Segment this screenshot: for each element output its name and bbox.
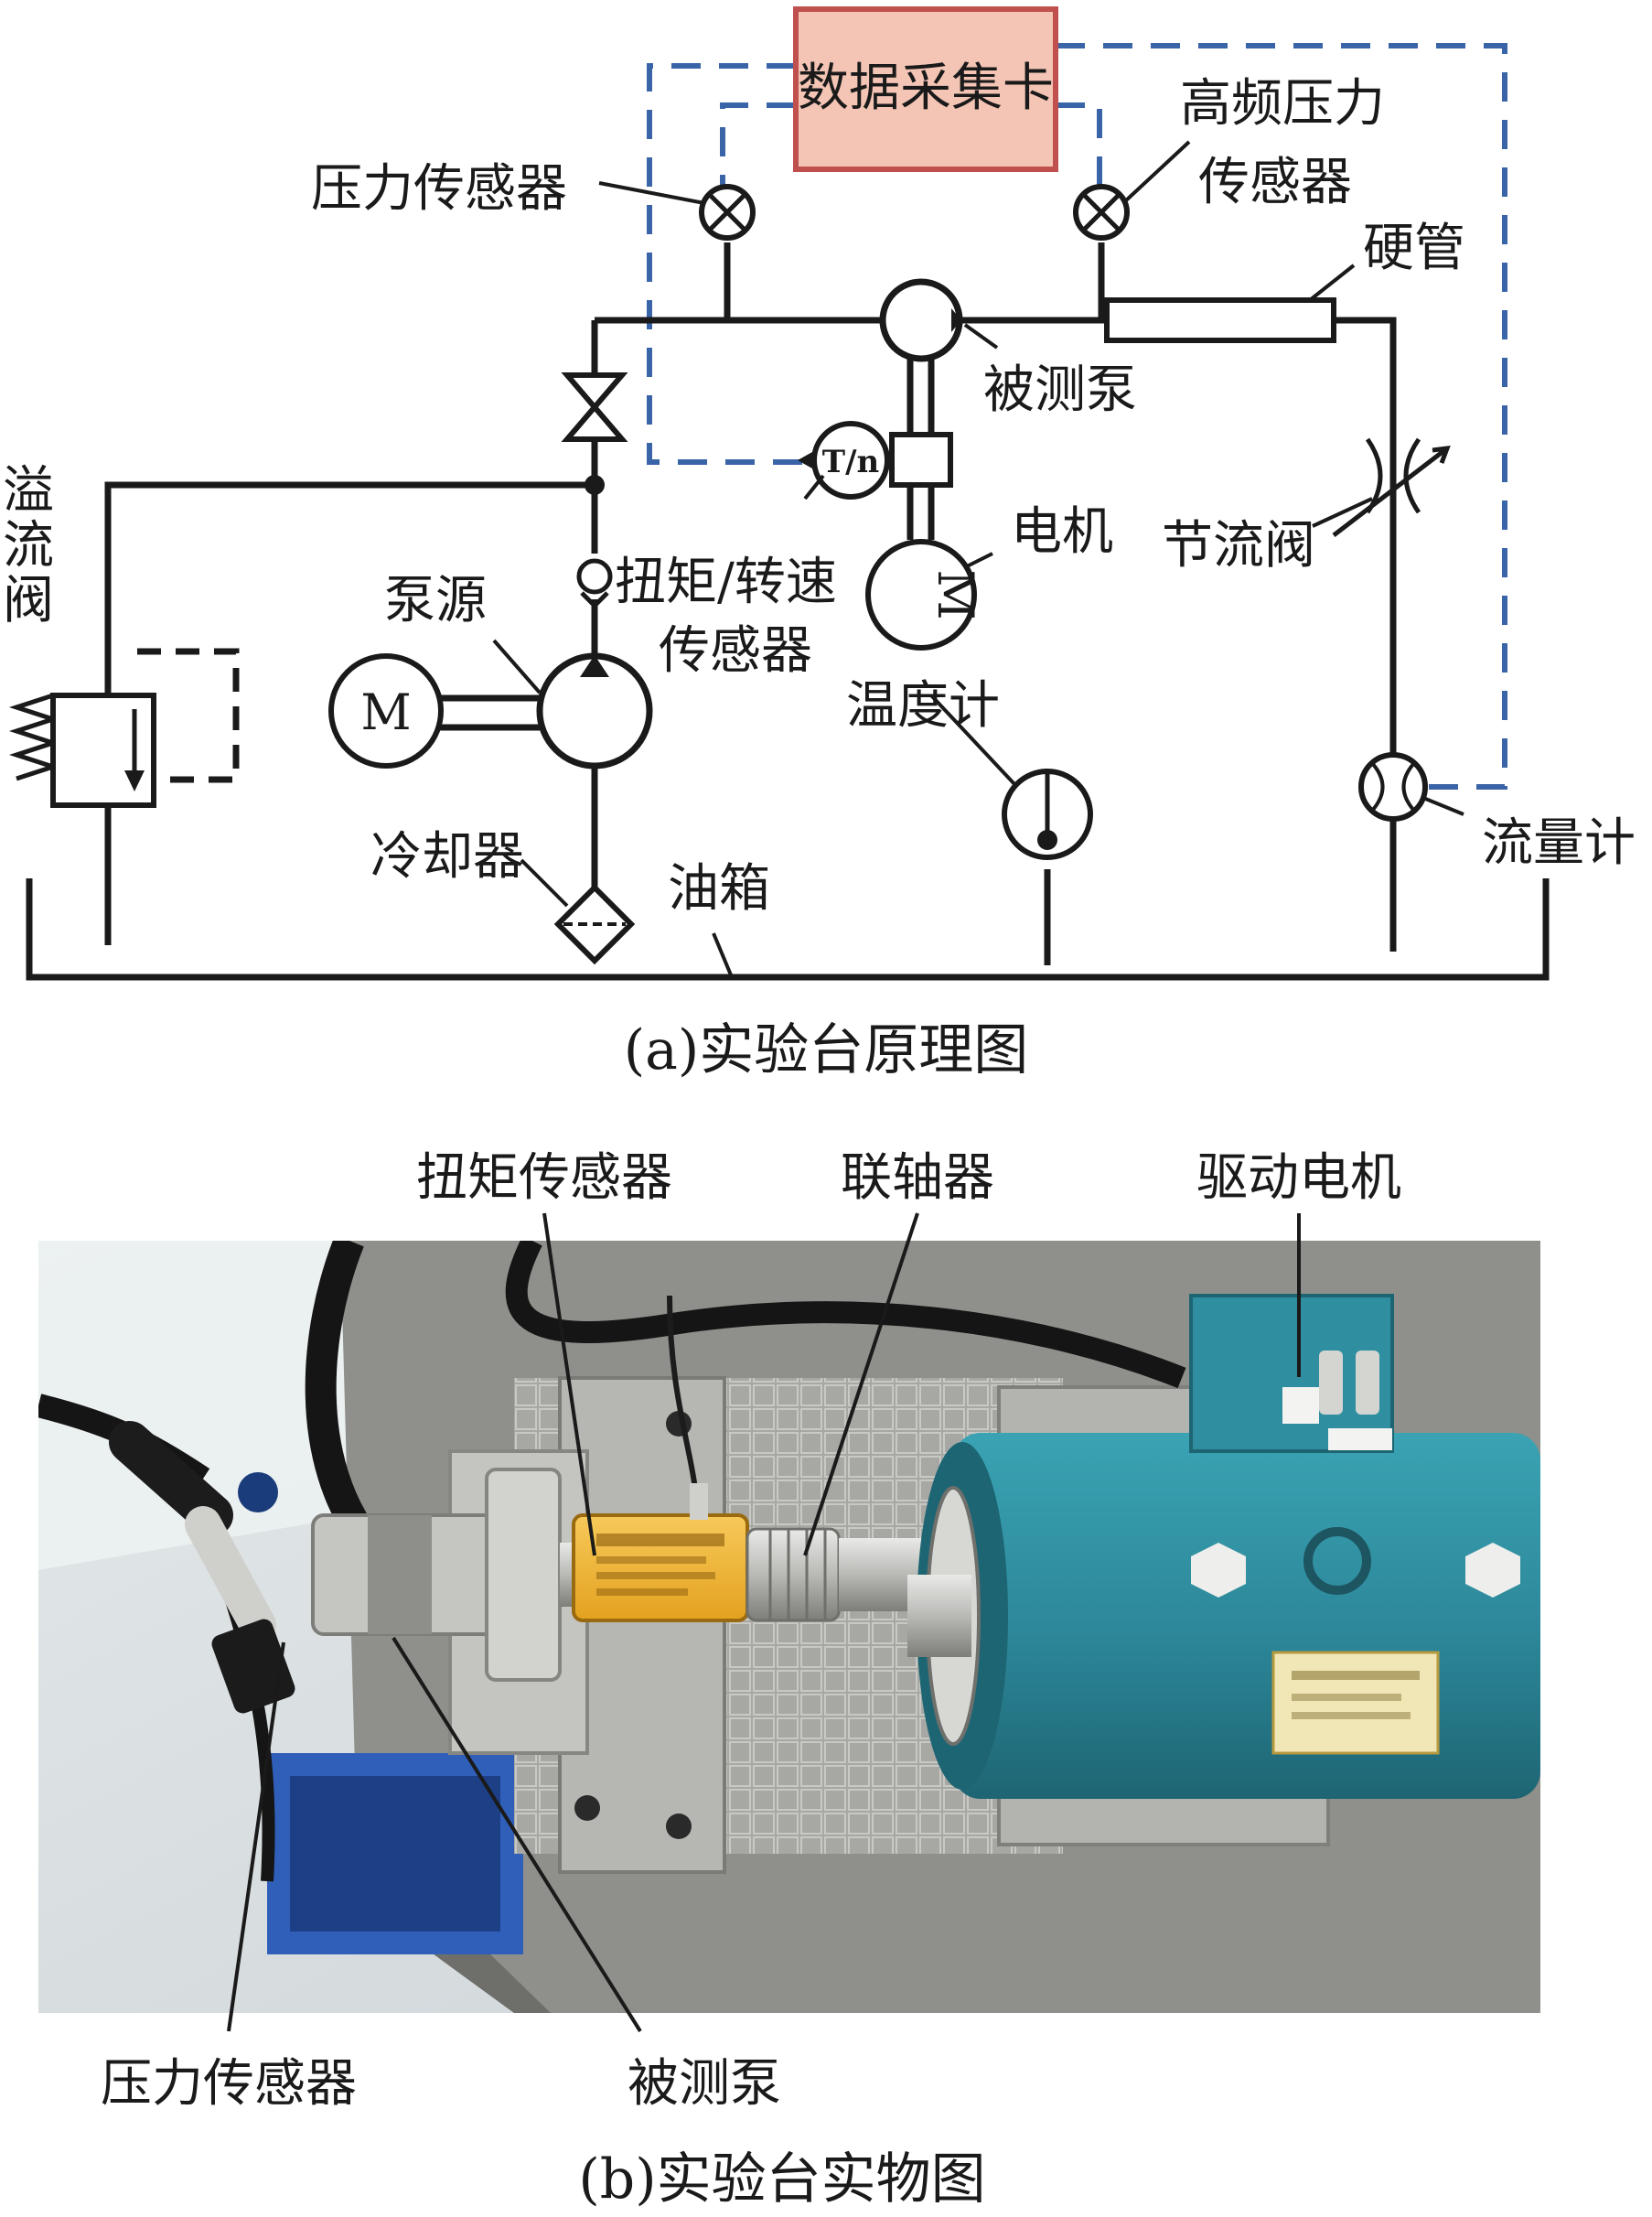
hard-pipe-icon (1104, 297, 1336, 343)
motor-label: 电机 (1011, 502, 1113, 562)
cooler-icon (553, 883, 636, 965)
relief-valve-label-3: 阀 (3, 571, 54, 630)
pressure-sensor-icon (699, 184, 756, 241)
check-valve-icon (576, 558, 613, 609)
pump-under-test-part (311, 1468, 562, 1682)
pressure-sensor-label: 压力传感器 (311, 159, 567, 219)
hf-pressure-sensor-label-2: 传感器 (1198, 153, 1352, 212)
drive-motor-label: 驱动电机 (1196, 1148, 1401, 1208)
photo-pressure-sensor-label: 压力传感器 (101, 2054, 357, 2114)
pump-source-icon (536, 652, 653, 769)
relief-spring-icon (8, 693, 61, 781)
pump-under-test-label: 被测泵 (983, 361, 1137, 420)
schematic-caption: (a)实验台原理图 (624, 1018, 1029, 1082)
coupling-block-icon (889, 432, 953, 488)
drive-motor-part (907, 1294, 1540, 1799)
thermometer-label: 温度计 (846, 676, 1000, 736)
coupling-label: 联轴器 (841, 1148, 994, 1208)
pressure-sensor-part (109, 1421, 295, 1714)
leader-lines (492, 140, 1464, 978)
photo-pump-under-test-label: 被测泵 (628, 2054, 781, 2114)
svg-text:M: M (927, 569, 984, 619)
photo-leader-lines (227, 1212, 1301, 2033)
torque-speed-sensor-icon: T/n (798, 421, 892, 500)
relief-valve-label-1: 溢 (3, 461, 54, 521)
throttle-valve-icon (1332, 437, 1451, 537)
schematic-panel: 数据采集卡 (3, 6, 1636, 1082)
test-bench-photo (38, 1241, 1540, 2013)
pump-under-test-icon (879, 278, 963, 362)
throttle-valve-label: 节流阀 (1162, 516, 1315, 576)
motor-icon: M (865, 539, 984, 651)
daq-card-box (793, 6, 1058, 172)
hard-pipe-label: 硬管 (1363, 219, 1465, 278)
cooler-label: 冷却器 (370, 827, 524, 887)
torque-sensor-part (572, 1295, 749, 1622)
torque-speed-sensor-label-1: 扭矩/转速 (615, 553, 837, 612)
oil-tank-label: 油箱 (668, 859, 770, 919)
hf-pressure-sensor-icon (1073, 184, 1130, 241)
relief-valve-icon (50, 693, 156, 808)
source-motor-icon: M (328, 653, 444, 769)
thermometer-icon (1002, 769, 1093, 860)
shutoff-valve-icon (561, 372, 628, 442)
svg-text:T/n: T/n (822, 444, 879, 480)
coupling-part (746, 1527, 921, 1622)
junction-dot-icon (585, 475, 605, 495)
hf-pressure-sensor-label-1: 高频压力 (1180, 74, 1385, 134)
relief-valve-label-2: 流 (3, 516, 54, 576)
photo-panel: 扭矩传感器 联轴器 驱动电机 压力传感器 被测泵 (b)实验台实物图 (38, 1148, 1540, 2212)
torque-sensor-label: 扭矩传感器 (416, 1148, 672, 1208)
svg-text:M: M (360, 683, 411, 741)
photo-caption: (b)实验台实物图 (578, 2147, 985, 2212)
pump-source-label: 泵源 (384, 571, 487, 630)
signal-lines (647, 43, 1507, 790)
flowmeter-icon (1358, 752, 1428, 822)
daq-card-label: 数据采集卡 (798, 59, 1054, 118)
torque-speed-sensor-label-2: 传感器 (659, 621, 812, 681)
flowmeter-label: 流量计 (1482, 813, 1636, 873)
